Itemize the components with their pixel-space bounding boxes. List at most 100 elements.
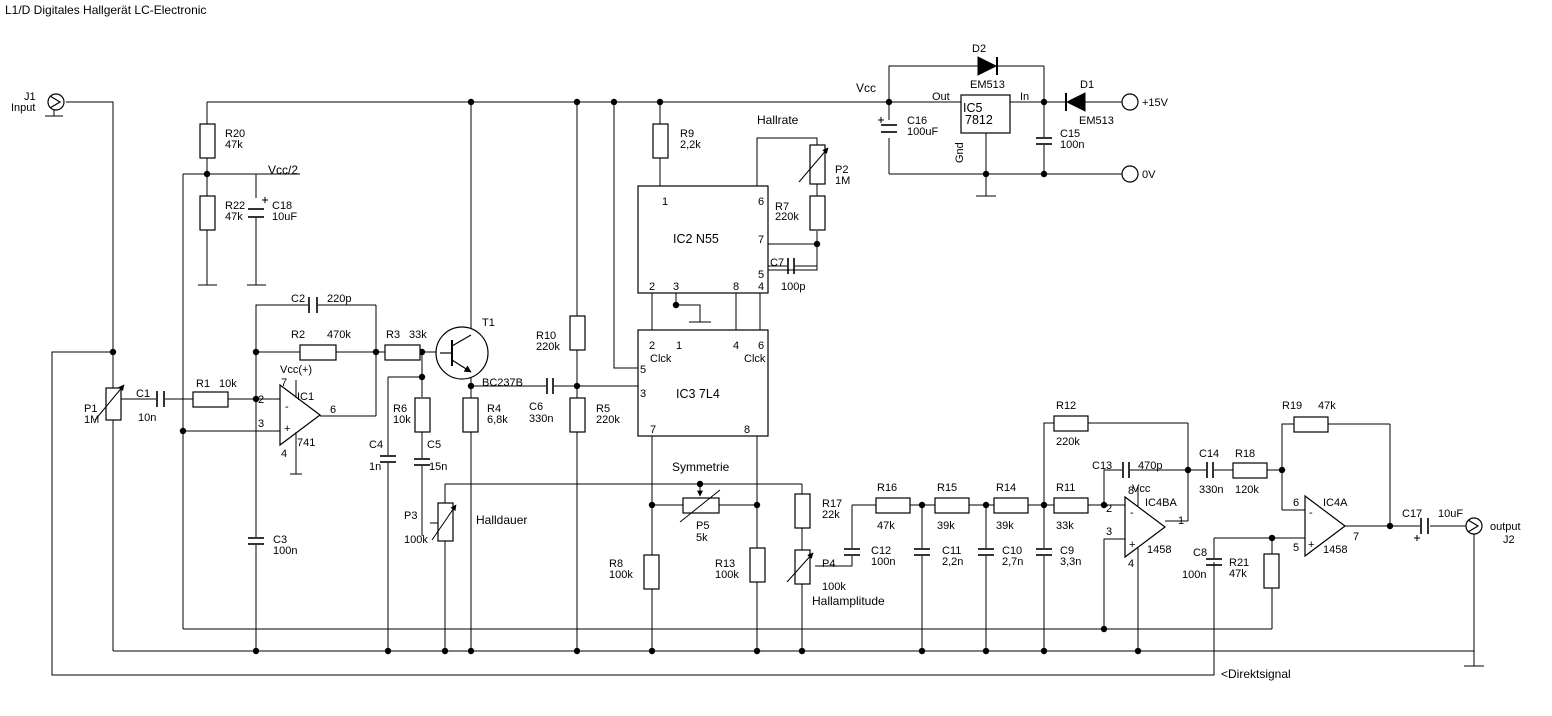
p1-body xyxy=(105,387,122,421)
r13-value: 100k xyxy=(715,569,739,581)
c15-value: 100n xyxy=(1060,139,1084,151)
r14-body xyxy=(993,497,1029,514)
r4-body xyxy=(462,397,479,433)
c8-value: 100n xyxy=(1182,569,1206,581)
d2-diode xyxy=(977,56,998,76)
r20-ref: R20 xyxy=(225,128,245,140)
r13-body xyxy=(749,547,766,583)
pot-wipers xyxy=(94,147,829,583)
r9-body xyxy=(652,123,669,159)
ic4b-opamp xyxy=(1124,495,1166,559)
diodes xyxy=(977,56,1086,112)
r16-ref: R16 xyxy=(877,482,897,494)
p1-value: 1M xyxy=(84,414,99,426)
ic2-pin4: 4 xyxy=(758,281,764,293)
r11-ref: R11 xyxy=(1056,482,1075,494)
opamp-leads xyxy=(295,380,1139,561)
c2-value: 220p xyxy=(327,293,351,305)
r8-value: 100k xyxy=(609,569,633,581)
r12-value: 220k xyxy=(1056,436,1080,448)
j1-label: Input xyxy=(11,102,35,114)
p2-body xyxy=(809,144,826,185)
ic2-pin3: 3 xyxy=(673,281,679,293)
ic4b-pin3: 3 xyxy=(1106,526,1112,538)
d1-ref: D1 xyxy=(1080,79,1094,91)
ic1-opamp xyxy=(279,383,321,447)
j1-connector xyxy=(47,93,65,111)
wires xyxy=(51,65,1475,676)
ic4b-pin2: 2 xyxy=(1106,503,1112,515)
r16-value: 47k xyxy=(877,520,895,532)
ic2-pin5: 5 xyxy=(758,269,764,281)
p3-ref: P3 xyxy=(404,510,417,522)
c11-value: 2,2n xyxy=(942,556,963,568)
r1-body xyxy=(192,391,229,408)
ic4b-pin1: 1 xyxy=(1178,515,1184,527)
r15-ref: R15 xyxy=(937,482,957,494)
r9-ref: R9 xyxy=(680,128,694,140)
r3-body xyxy=(384,344,421,361)
c14-value: 330n xyxy=(1199,484,1223,496)
c11-ref: C11 xyxy=(942,545,961,557)
j2-label: output xyxy=(1490,521,1521,533)
r1-ref: R1 xyxy=(196,378,210,390)
c3-ref: C3 xyxy=(273,534,287,546)
r6-body xyxy=(414,397,431,433)
r12-ref: R12 xyxy=(1056,400,1076,412)
r7-value: 220k xyxy=(775,211,799,223)
labels: J1 Input output J2 +15V 0V Vcc Vcc/2 Vcc… xyxy=(11,43,1521,681)
ic1-ref-visible: IC1 xyxy=(297,391,314,403)
ic3-pin2: 2 xyxy=(649,340,655,352)
ic1-pin4: 4 xyxy=(281,448,287,460)
r14-ref: R14 xyxy=(996,482,1016,494)
ic3-clk2: Clck xyxy=(744,353,766,365)
j1-ref: J1 xyxy=(24,91,36,103)
r19-body xyxy=(1293,416,1329,433)
r20-value: 47k xyxy=(225,139,243,151)
c5-value: 15n xyxy=(429,461,447,473)
c9-ref: C9 xyxy=(1060,545,1074,557)
r15-body xyxy=(934,497,970,514)
ic3-pin6: 6 xyxy=(758,340,764,352)
r3-value: 33k xyxy=(409,329,427,341)
r17-body xyxy=(794,493,811,529)
resistor-bodies xyxy=(105,123,1329,590)
p2-ref: P2 xyxy=(835,164,848,176)
c4-value: 1n xyxy=(369,461,381,473)
t1-type: BC237B xyxy=(482,377,523,389)
connectors xyxy=(47,93,1483,535)
r2-value: 470k xyxy=(327,329,351,341)
c6-ref: C6 xyxy=(529,401,543,413)
ic4b-type: 1458 xyxy=(1147,544,1171,556)
ic1-minus: - xyxy=(285,401,289,413)
p5-value: 5k xyxy=(696,532,708,544)
ic4-vcc-label: Vcc xyxy=(1132,483,1151,495)
j2-connector xyxy=(1465,517,1483,535)
r11-value: 33k xyxy=(1056,520,1074,532)
r6-ref: R6 xyxy=(393,403,407,415)
ic4a-pin5: 5 xyxy=(1293,542,1299,554)
ic4b-minus: - xyxy=(1130,507,1134,519)
ic3-box xyxy=(637,329,769,437)
c10-ref: C10 xyxy=(1002,545,1022,557)
r11-body xyxy=(1053,497,1089,514)
c15-ref: C15 xyxy=(1060,128,1080,140)
r21-body xyxy=(1263,553,1280,589)
ic4a-plus: + xyxy=(1308,539,1314,551)
r5-value: 220k xyxy=(596,414,620,426)
r8-ref: R8 xyxy=(609,558,623,570)
ground-symbols xyxy=(45,110,1484,667)
ic2-ref: IC2 N55 xyxy=(673,232,719,246)
zero-terminal xyxy=(1121,165,1139,183)
r18-body xyxy=(1232,462,1268,479)
ic1-pin3: 3 xyxy=(258,418,264,430)
r17-value: 22k xyxy=(822,509,840,521)
transistor-t1 xyxy=(435,326,489,380)
t1-ref: T1 xyxy=(482,317,495,329)
ic1-type: 741 xyxy=(297,437,315,449)
p1-ref: P1 xyxy=(84,403,97,415)
c6-value: 330n xyxy=(529,413,553,425)
c7-ref: C7 xyxy=(770,257,784,269)
c17-ref: C17 xyxy=(1402,508,1422,520)
